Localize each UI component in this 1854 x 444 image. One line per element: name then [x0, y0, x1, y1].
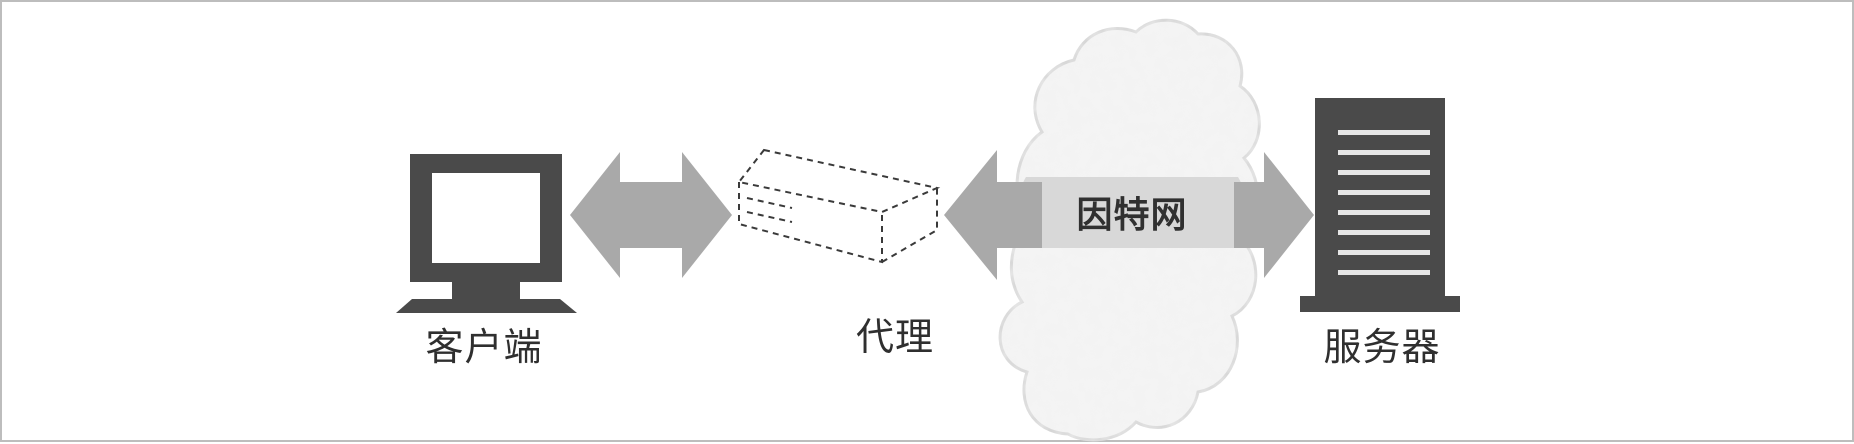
computer-icon [396, 154, 577, 313]
bidirectional-arrow-icon [1234, 152, 1314, 278]
client-label: 客户端 [425, 325, 542, 369]
bidirectional-arrow-icon [570, 152, 732, 278]
proxy-label: 代理 [856, 315, 934, 359]
server-label: 服务器 [1323, 325, 1440, 369]
proxy-box-icon [737, 148, 941, 264]
internet-label: 因特网 [1076, 195, 1187, 236]
cloud-icon [998, 18, 1261, 442]
server-icon [1300, 98, 1460, 312]
bidirectional-arrow-icon [944, 150, 1042, 280]
